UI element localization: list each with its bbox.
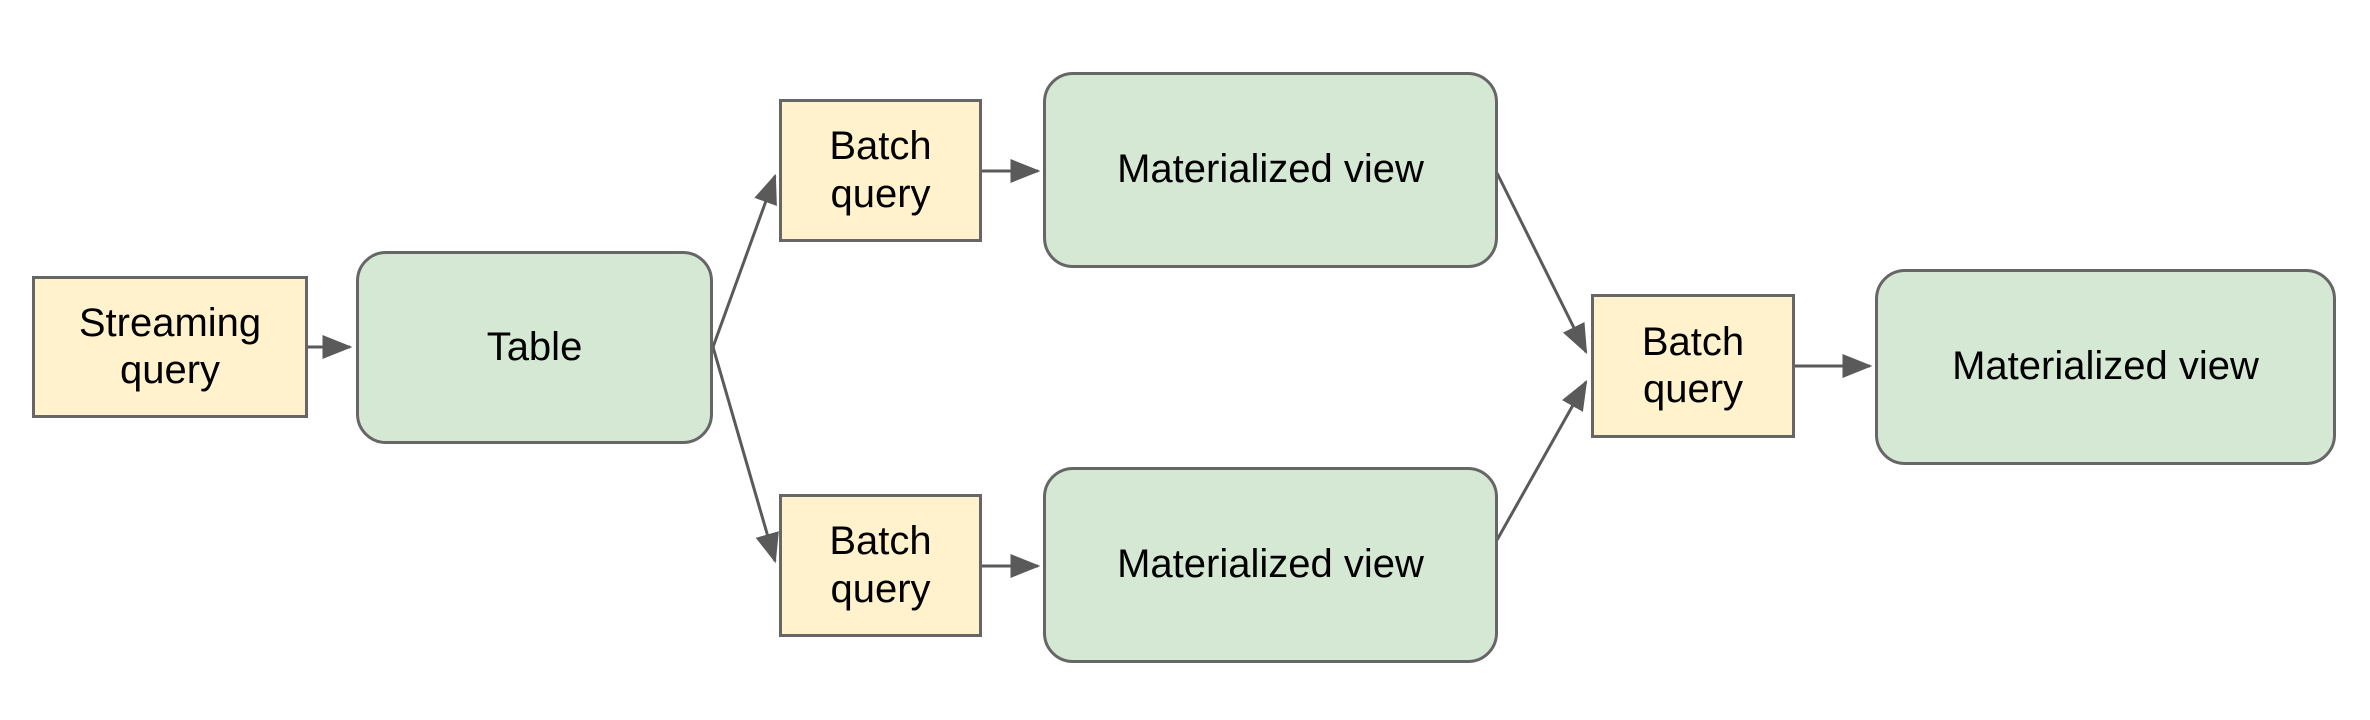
- node-batch-query-bottom[interactable]: Batch query: [779, 494, 982, 637]
- node-streaming-query-label: Streaming query: [78, 300, 262, 392]
- node-materialized-view-bottom-label: Materialized view: [1117, 542, 1424, 587]
- edge-mv-bottom-to-batch-join: [1495, 379, 1588, 541]
- node-materialized-view-top[interactable]: Materialized view: [1043, 72, 1498, 268]
- edge-table-to-batch-top: [711, 173, 777, 348]
- edge-table-to-batch-bottom: [711, 346, 779, 564]
- node-batch-query-join[interactable]: Batch query: [1591, 294, 1795, 438]
- node-batch-query-top-label: Batch query: [829, 124, 932, 216]
- node-streaming-query[interactable]: Streaming query: [32, 276, 308, 418]
- node-materialized-view-final-label: Materialized view: [1952, 344, 2259, 389]
- node-materialized-view-bottom[interactable]: Materialized view: [1043, 467, 1498, 663]
- node-table-label: Table: [486, 324, 583, 369]
- node-materialized-view-top-label: Materialized view: [1117, 147, 1424, 192]
- node-table[interactable]: Table: [356, 251, 713, 444]
- node-materialized-view-final[interactable]: Materialized view: [1875, 269, 2336, 465]
- node-batch-query-join-label: Batch query: [1641, 319, 1745, 411]
- edge-mv-top-to-batch-join: [1495, 172, 1588, 355]
- node-batch-query-top[interactable]: Batch query: [779, 99, 982, 242]
- node-batch-query-bottom-label: Batch query: [829, 519, 932, 611]
